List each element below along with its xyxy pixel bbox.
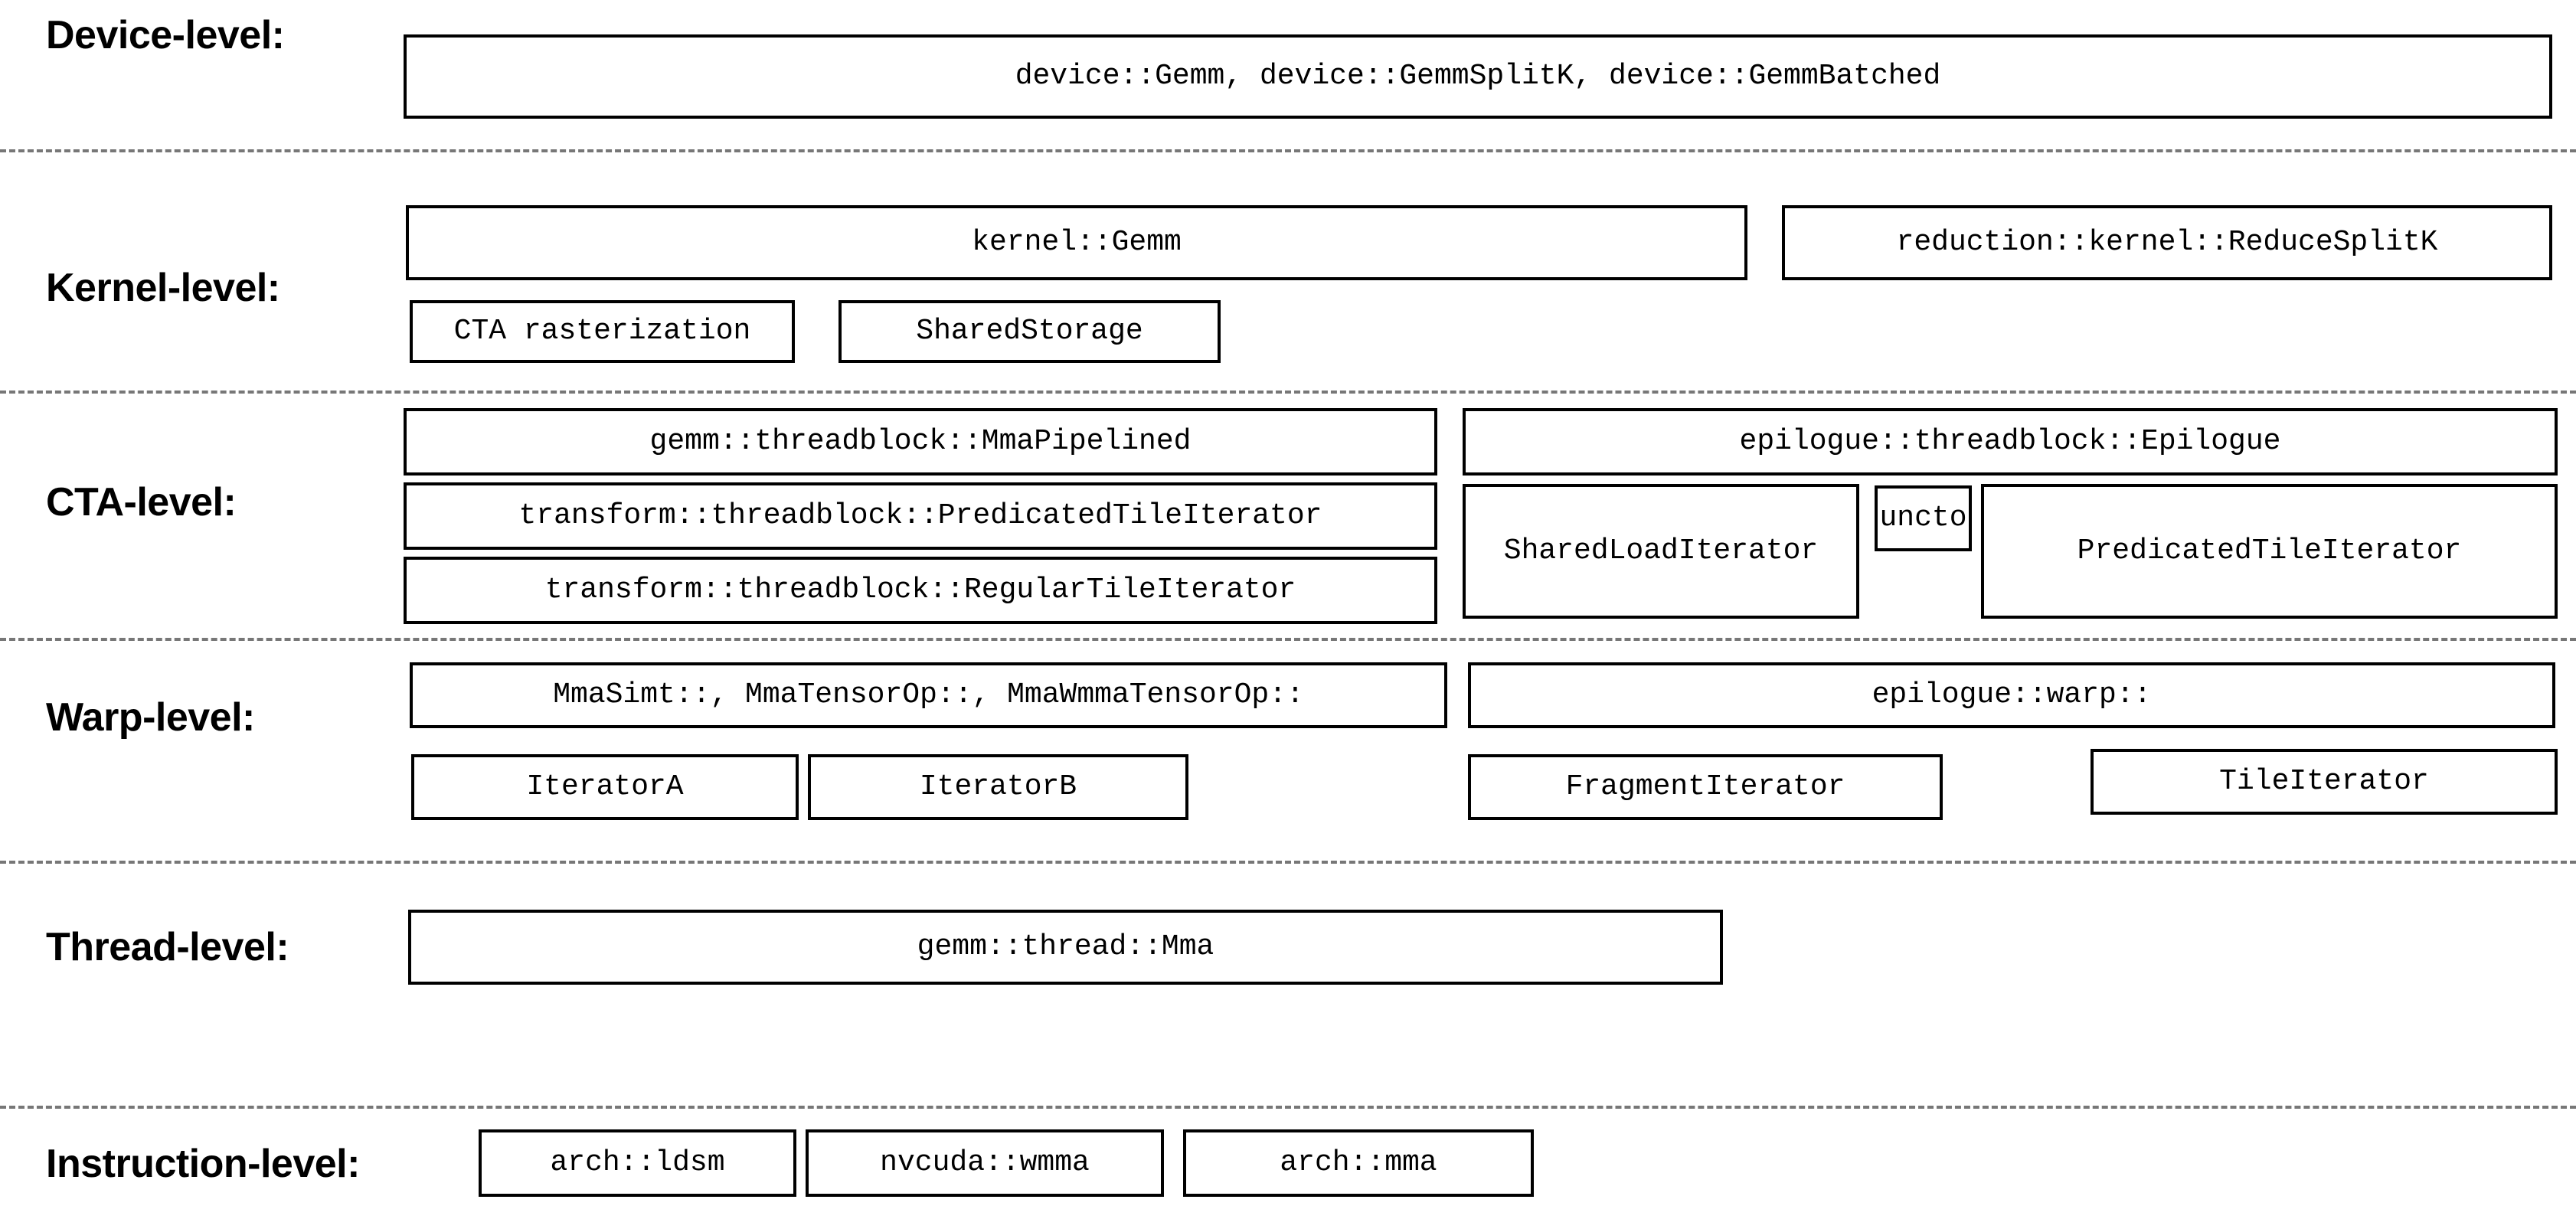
level-label-warp: Warp-level: bbox=[46, 695, 255, 740]
divider-kernel-cta bbox=[0, 391, 2576, 394]
epilogue-threadblock-epilogue-box[interactable]: epilogue::threadblock::Epilogue bbox=[1463, 408, 2558, 476]
reduction-kernel-reducesplitk-box[interactable]: reduction::kernel::ReduceSplitK bbox=[1782, 205, 2552, 280]
sharedstorage-box[interactable]: SharedStorage bbox=[839, 300, 1221, 363]
iterator-b-box[interactable]: IteratorB bbox=[808, 754, 1188, 820]
transform-threadblock-regulartileiterator-box[interactable]: transform::threadblock::RegularTileItera… bbox=[404, 557, 1437, 624]
fragmentiterator-box[interactable]: FragmentIterator bbox=[1468, 754, 1943, 820]
iterator-a-box[interactable]: IteratorA bbox=[411, 754, 799, 820]
arch-ldsm-box[interactable]: arch::ldsm bbox=[479, 1129, 796, 1197]
epilogue-predicatedtileiterator-box[interactable]: PredicatedTileIterator bbox=[1981, 484, 2558, 619]
tileiterator-box[interactable]: TileIterator bbox=[2091, 749, 2558, 815]
gemm-thread-mma-box[interactable]: gemm::thread::Mma bbox=[408, 910, 1723, 985]
kernel-gemm-box[interactable]: kernel::Gemm bbox=[406, 205, 1747, 280]
divider-thread-instruction bbox=[0, 1106, 2576, 1109]
divider-cta-warp bbox=[0, 638, 2576, 641]
functor-box[interactable]: Functor bbox=[1875, 485, 1972, 551]
device-gemm-box[interactable]: device::Gemm, device::GemmSplitK, device… bbox=[404, 34, 2552, 119]
mma-warp-ops-box[interactable]: MmaSimt::, MmaTensorOp::, MmaWmmaTensorO… bbox=[410, 662, 1447, 728]
nvcuda-wmma-box[interactable]: nvcuda::wmma bbox=[806, 1129, 1164, 1197]
divider-device-kernel bbox=[0, 149, 2576, 152]
level-label-cta: CTA-level: bbox=[46, 480, 237, 525]
level-label-instruction: Instruction-level: bbox=[46, 1142, 360, 1186]
arch-mma-box[interactable]: arch::mma bbox=[1183, 1129, 1534, 1197]
sharedloaditerator-box[interactable]: SharedLoadIterator bbox=[1463, 484, 1859, 619]
divider-warp-thread bbox=[0, 861, 2576, 864]
level-label-thread: Thread-level: bbox=[46, 925, 289, 969]
level-label-kernel: Kernel-level: bbox=[46, 266, 280, 310]
epilogue-warp-box[interactable]: epilogue::warp:: bbox=[1468, 662, 2555, 728]
cta-rasterization-box[interactable]: CTA rasterization bbox=[410, 300, 795, 363]
gemm-threadblock-mmapipelined-box[interactable]: gemm::threadblock::MmaPipelined bbox=[404, 408, 1437, 476]
transform-threadblock-predicatedtileiterator-box[interactable]: transform::threadblock::PredicatedTileIt… bbox=[404, 482, 1437, 550]
level-label-device: Device-level: bbox=[46, 13, 285, 57]
